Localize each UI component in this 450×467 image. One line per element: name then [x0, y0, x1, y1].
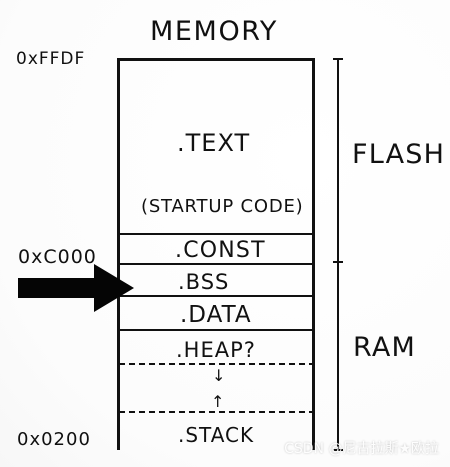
heap-segment-label: .HEAP?	[176, 338, 256, 362]
region-bracket-top-tick	[333, 58, 343, 60]
divider-bss-data	[119, 295, 315, 297]
region-bracket-line	[337, 58, 339, 451]
region-bracket-bottom-tick	[333, 449, 343, 451]
stack-segment-label: .STACK	[178, 423, 255, 447]
divider-text-const	[119, 233, 315, 235]
region-bracket	[333, 58, 343, 451]
data-segment-label: .DATA	[180, 302, 252, 328]
ram-region-label: RAM	[353, 332, 417, 363]
divider-data-heap	[119, 329, 315, 331]
memory-block	[117, 58, 315, 450]
text-segment-label: .TEXT	[177, 129, 251, 157]
address-bottom: 0x0200	[17, 429, 91, 450]
flash-region-label: FLASH	[352, 139, 446, 170]
diagram-title: MEMORY	[150, 16, 279, 47]
address-top: 0xFFDF	[16, 49, 86, 69]
region-bracket-middle-tick	[333, 261, 343, 263]
const-segment-label: .CONST	[175, 238, 266, 263]
divider-stack-boundary	[119, 411, 315, 413]
watermark-text: CSDN @尼古拉斯★欧拉	[284, 441, 439, 457]
stack-growth-arrow-icon: ↑	[211, 392, 225, 411]
heap-growth-arrow-icon: ↓	[212, 366, 226, 385]
pointer-arrow-icon	[16, 262, 136, 314]
startup-code-label: (STARTUP CODE)	[141, 196, 304, 217]
divider-const-bss	[119, 263, 315, 265]
address-middle: 0xC000	[18, 246, 97, 268]
bss-segment-label: .BSS	[178, 270, 230, 294]
divider-heap-boundary	[119, 363, 315, 365]
